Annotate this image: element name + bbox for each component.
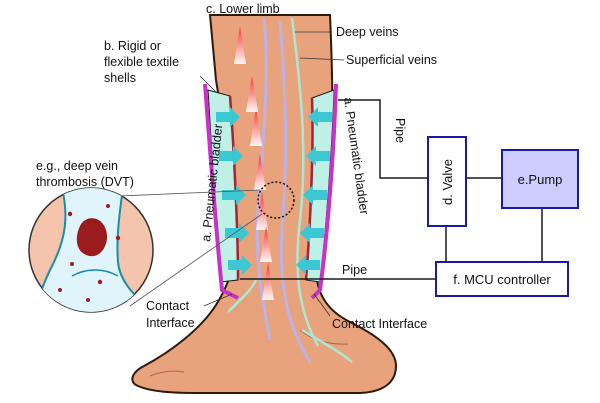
- right-compression-arrows: [296, 107, 332, 275]
- label-shells-2: flexible textile: [104, 55, 179, 69]
- valve-label: d. Valve: [440, 159, 455, 205]
- label-dvt-2: thrombosis (DVT): [36, 175, 134, 189]
- label-superficial-veins: Superficial veins: [346, 53, 437, 67]
- label-lower-limb: c. Lower limb: [206, 2, 280, 16]
- label-dvt-1: e.g., deep vein: [36, 159, 118, 173]
- dvt-zoom-view: [28, 187, 154, 313]
- pump-label: e.Pump: [518, 172, 563, 187]
- mcu-controller-box: [435, 261, 569, 297]
- leader-lines: [199, 31, 345, 317]
- superficial-veins: [227, 17, 353, 363]
- label-shells-1: b. Rigid or: [104, 39, 161, 53]
- pump-box: [501, 149, 579, 209]
- left-compression-arrows: [216, 107, 252, 275]
- dvt-focus-circle: [257, 181, 295, 219]
- thrombus: [76, 218, 108, 257]
- zoom-leader-top: [119, 189, 261, 197]
- label-bladder-right: a. Pneumatic bladder: [341, 96, 371, 215]
- label-pipe-upper: Pipe: [393, 118, 407, 143]
- label-pipe-lower: Pipe: [342, 263, 367, 277]
- upper-pipe: [338, 99, 428, 179]
- pipes-and-wires: [240, 99, 543, 280]
- mcu-controller-label: f. MCU controller: [453, 272, 551, 287]
- label-contact-right: Contact Interface: [332, 317, 427, 331]
- left-rigid-shell: [203, 83, 239, 300]
- label-deep-veins: Deep veins: [336, 25, 399, 39]
- label-contact-left-2: Interface: [146, 316, 195, 330]
- label-contact-left-1: Contact: [146, 299, 190, 313]
- valve-box: [427, 136, 467, 227]
- blood-flow-arrows: [234, 26, 274, 300]
- zoom-leader-bottom: [129, 213, 263, 307]
- right-rigid-shell: [310, 83, 338, 300]
- toe-line: [149, 370, 185, 377]
- label-shells-3: shells: [104, 71, 136, 85]
